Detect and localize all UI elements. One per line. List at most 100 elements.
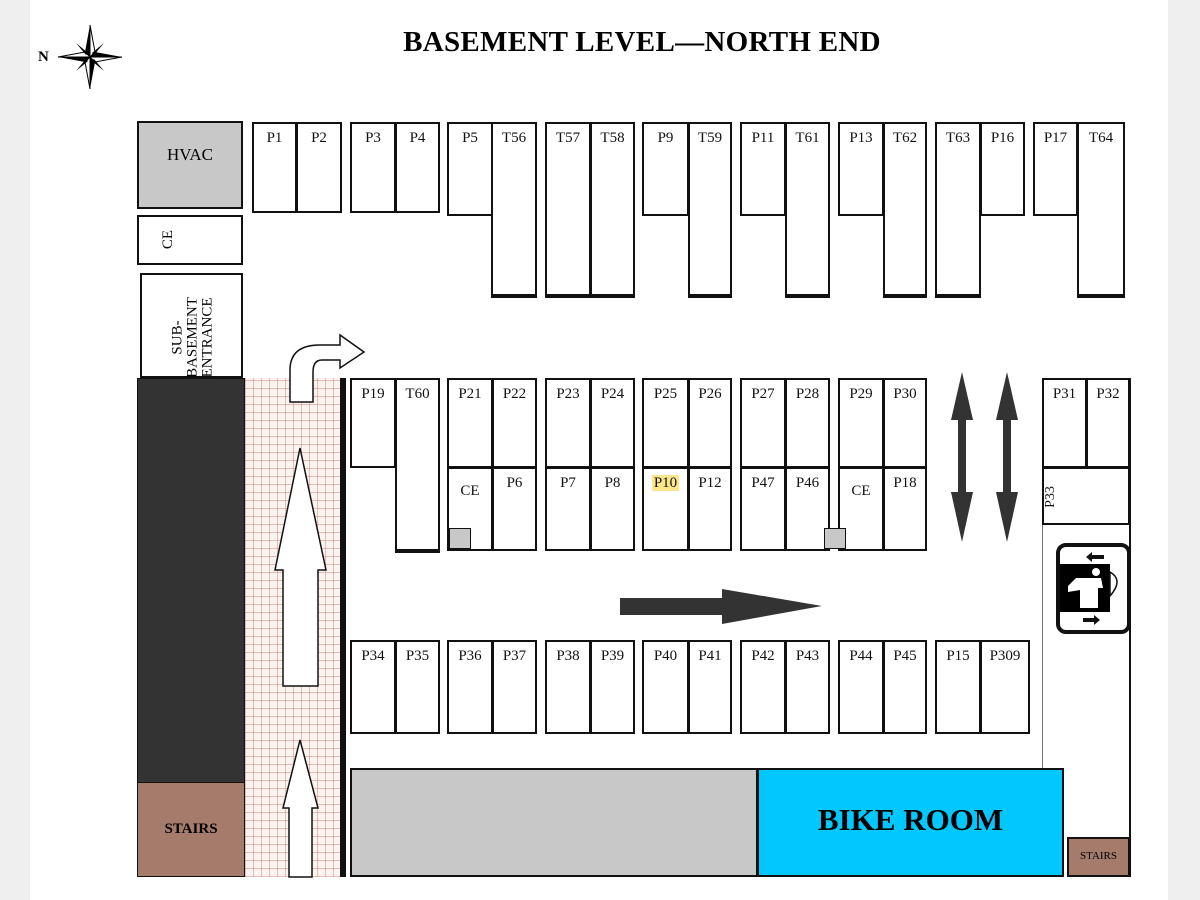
parking-stall-p21[interactable]: P21 [447,378,493,468]
stall-label: T63 [945,130,971,146]
stall-label: P32 [1096,386,1120,402]
parking-stall-p309[interactable]: P309 [980,640,1030,734]
parking-stall-p4[interactable]: P4 [395,122,440,213]
parking-stall-p47[interactable]: P47 [740,467,786,551]
stall-label: P16 [990,130,1015,146]
parking-stall-p38[interactable]: P38 [545,640,591,734]
parking-stall-p1[interactable]: P1 [252,122,297,213]
wall-block [137,378,245,783]
stall-label: P44 [849,648,873,664]
stall-label: P28 [795,386,820,402]
parking-stall-p30[interactable]: P30 [883,378,927,468]
parking-stall-p32[interactable]: P32 [1086,378,1130,468]
ce-room[interactable]: CE [824,467,884,551]
stall-label: P34 [361,648,385,664]
stall-label: P27 [751,386,775,402]
stall-label: P36 [458,648,482,664]
parking-stall-p2[interactable]: P2 [296,122,342,213]
stall-label: P37 [502,648,527,664]
parking-stall-p40[interactable]: P40 [642,640,689,734]
stall-label: P6 [506,475,523,491]
stall-label: T58 [600,130,625,146]
ce-room[interactable]: CE [447,467,493,551]
parking-stall-t58[interactable]: T58 [590,122,635,298]
parking-stall-p36[interactable]: P36 [447,640,493,734]
parking-stall-p23[interactable]: P23 [545,378,591,468]
ce-room-left: CE [137,215,243,265]
parking-stall-p24[interactable]: P24 [590,378,635,468]
stall-label: P18 [893,475,917,491]
parking-stall-t63[interactable]: T63 [935,122,981,298]
parking-stall-p8[interactable]: P8 [590,467,635,551]
stall-label: P11 [751,130,775,146]
parking-stall-p33[interactable]: P33 [1042,467,1130,525]
stall-label: P3 [365,130,381,146]
parking-stall-p27[interactable]: P27 [740,378,786,468]
parking-stall-p9[interactable]: P9 [642,122,689,216]
parking-stall-t64[interactable]: T64 [1077,122,1125,298]
parking-stall-p12[interactable]: P12 [688,467,732,551]
stall-label: P22 [502,386,527,402]
storage-area [350,768,758,877]
stall-label: T59 [697,130,723,146]
stall-label: T57 [555,130,581,146]
stall-label: P24 [600,386,625,402]
parking-stall-p25[interactable]: P25 [642,378,689,468]
parking-stall-p46[interactable]: P46 [785,467,830,551]
stall-label: P26 [698,386,722,402]
parking-stall-p34[interactable]: P34 [350,640,396,734]
parking-stall-p43[interactable]: P43 [785,640,830,734]
parking-stall-p35[interactable]: P35 [395,640,440,734]
stairs-right[interactable]: STAIRS [1067,837,1130,877]
stall-label: P41 [698,648,722,664]
stall-label: P309 [989,648,1021,664]
stall-label: T56 [501,130,527,146]
parking-stall-p28[interactable]: P28 [785,378,830,468]
parking-stall-p7[interactable]: P7 [545,467,591,551]
parking-stall-t62[interactable]: T62 [883,122,927,298]
page-title: BASEMENT LEVEL—NORTH END [403,26,881,58]
bike-room-label: BIKE ROOM [817,802,1004,837]
parking-stall-p17[interactable]: P17 [1033,122,1078,216]
ramp [245,378,341,877]
utility-box [824,528,846,549]
parking-stall-p15[interactable]: P15 [935,640,981,734]
parking-stall-p37[interactable]: P37 [492,640,537,734]
parking-stall-t59[interactable]: T59 [688,122,732,298]
bike-room[interactable]: BIKE ROOM [757,768,1064,877]
parking-stall-t57[interactable]: T57 [545,122,591,298]
parking-stall-p42[interactable]: P42 [740,640,786,734]
parking-stall-p13[interactable]: P13 [838,122,884,216]
hvac-room: HVAC [137,121,243,209]
stall-label: P17 [1043,130,1068,146]
parking-stall-t56[interactable]: T56 [491,122,537,298]
stairs-left[interactable]: STAIRS [137,782,245,877]
parking-stall-t60[interactable]: T60 [395,378,440,553]
parking-stall-p39[interactable]: P39 [590,640,635,734]
stall-label: P40 [653,648,678,664]
parking-stall-p29[interactable]: P29 [838,378,884,468]
stall-label: P1 [266,130,283,146]
utility-box [449,528,471,549]
stall-label: P35 [405,648,430,664]
parking-stall-p11[interactable]: P11 [740,122,786,216]
parking-stall-p31[interactable]: P31 [1042,378,1087,468]
stall-label: P43 [795,648,820,664]
parking-stall-p19[interactable]: P19 [350,378,396,468]
stall-label: P7 [560,475,576,491]
parking-stall-p22[interactable]: P22 [492,378,537,468]
parking-stall-p18[interactable]: P18 [883,467,927,551]
parking-stall-t61[interactable]: T61 [785,122,830,298]
parking-stall-p3[interactable]: P3 [350,122,396,213]
parking-stall-p44[interactable]: P44 [838,640,884,734]
parking-stall-p10[interactable]: P10 [642,467,689,551]
stall-label: P23 [556,386,580,402]
parking-stall-p5[interactable]: P5 [447,122,493,216]
parking-stall-p26[interactable]: P26 [688,378,732,468]
sub-basement-entrance[interactable]: SUB- BASEMENT ENTRANCE [140,273,243,378]
stall-label: P9 [657,130,674,146]
parking-stall-p6[interactable]: P6 [492,467,537,551]
parking-stall-p41[interactable]: P41 [688,640,732,734]
parking-stall-p16[interactable]: P16 [980,122,1025,216]
parking-stall-p45[interactable]: P45 [883,640,927,734]
